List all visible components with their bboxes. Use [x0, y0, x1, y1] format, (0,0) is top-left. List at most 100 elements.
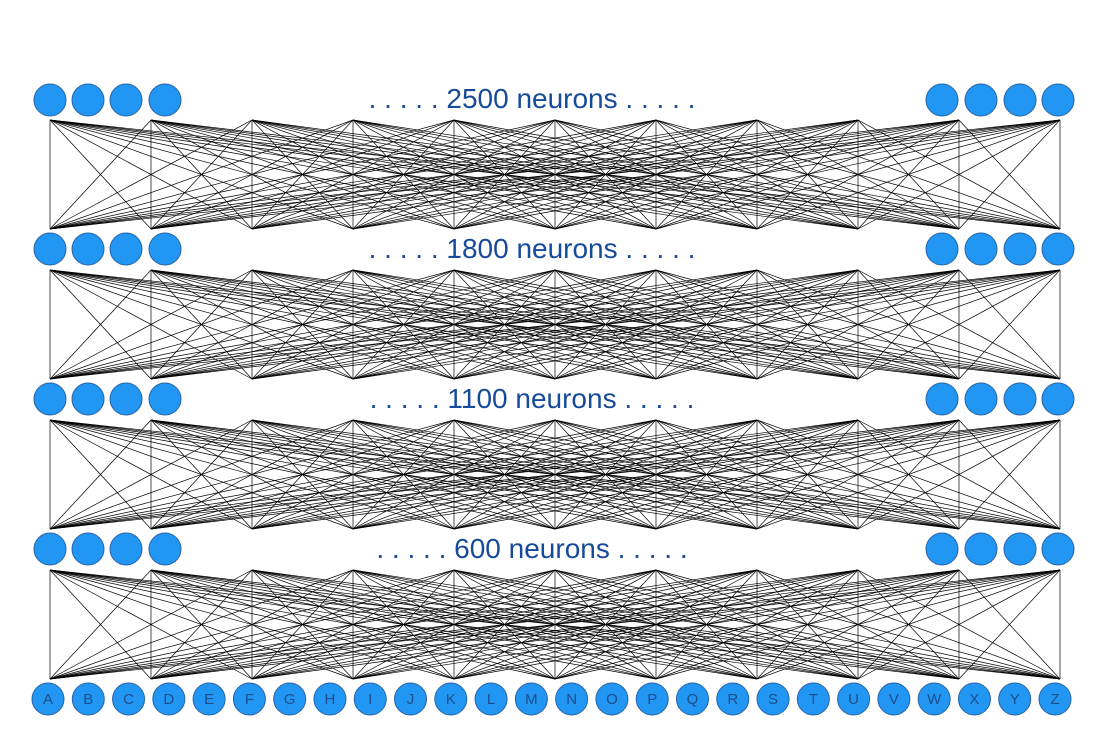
neuron-node: [71, 382, 105, 416]
input-node-label: Q: [687, 691, 699, 708]
connection-line: [150, 419, 1061, 530]
connection-band-3: [49, 419, 1061, 530]
input-node-label: L: [487, 691, 495, 708]
input-node-x: X: [957, 682, 991, 716]
neuron-node: [109, 532, 143, 566]
connection-line: [49, 419, 1061, 530]
connection-line: [554, 569, 1061, 680]
neuron-node: [1003, 83, 1037, 117]
connection-line: [49, 419, 657, 530]
connection-band-4: [49, 569, 1061, 680]
connection-line: [453, 419, 1061, 530]
neuron-node: [33, 382, 67, 416]
neuron-node: [964, 232, 998, 266]
input-node-label: H: [325, 691, 336, 708]
connection-line: [49, 269, 152, 380]
connection-line: [49, 569, 455, 680]
neuron-node: [109, 382, 143, 416]
input-node-v: V: [877, 682, 911, 716]
input-neuron: [877, 682, 911, 716]
input-neuron: [837, 682, 871, 716]
input-neuron: [434, 682, 468, 716]
connection-line: [49, 569, 1061, 680]
connection-line: [49, 569, 152, 680]
connection-line: [49, 569, 657, 680]
connection-line: [49, 269, 253, 380]
layer-label-1800: . . . . . 1800 neurons . . . . .: [369, 233, 696, 264]
neuron-node: [71, 532, 105, 566]
connection-line: [49, 269, 657, 380]
input-node-label: K: [446, 691, 456, 708]
input-node-e: E: [192, 682, 226, 716]
connection-line: [150, 569, 1061, 680]
input-node-label: Y: [1010, 691, 1020, 708]
layer-labels-group: . . . . . 2500 neurons . . . . . . . . .…: [369, 83, 696, 564]
connection-line: [49, 419, 354, 530]
neuron-node: [1041, 83, 1075, 117]
input-node-label: G: [284, 691, 296, 708]
input-node-m: M: [514, 682, 548, 716]
input-node-g: G: [273, 682, 307, 716]
neuron-node: [148, 382, 182, 416]
input-node-label: F: [245, 691, 254, 708]
input-node-r: R: [716, 682, 750, 716]
connection-line: [352, 269, 1061, 380]
connection-line: [49, 119, 657, 230]
input-neuron: [394, 682, 428, 716]
neuron-node: [71, 83, 105, 117]
input-neuron: [635, 682, 669, 716]
connection-line: [857, 419, 1061, 530]
neuron-node: [925, 83, 959, 117]
neuron-node: [1003, 232, 1037, 266]
input-neuron: [31, 682, 65, 716]
input-node-label: A: [43, 691, 53, 708]
input-node-y: Y: [998, 682, 1032, 716]
input-node-s: S: [756, 682, 790, 716]
input-node-label: J: [407, 691, 415, 708]
connection-line: [251, 569, 1061, 680]
neuron-node: [1041, 532, 1075, 566]
connection-line: [655, 419, 1061, 530]
input-neuron: [353, 682, 387, 716]
connection-line: [655, 569, 1061, 680]
connection-line: [857, 119, 1061, 230]
layer-label-2500: . . . . . 2500 neurons . . . . .: [369, 83, 696, 114]
connection-line: [655, 119, 1061, 230]
neuron-node: [148, 232, 182, 266]
layer-row-4: [33, 532, 1075, 566]
connection-line: [49, 269, 758, 380]
input-neuron: [192, 682, 226, 716]
input-node-label: Z: [1050, 691, 1059, 708]
input-neuron: [756, 682, 790, 716]
connection-line: [453, 119, 1061, 230]
connection-line: [49, 269, 354, 380]
connection-line: [352, 569, 1061, 680]
connection-line: [49, 569, 960, 680]
connection-line: [251, 419, 1061, 530]
input-neuron: [595, 682, 629, 716]
input-node-l: L: [474, 682, 508, 716]
connection-line: [554, 269, 1061, 380]
input-node-b: B: [71, 682, 105, 716]
connection-line: [857, 269, 1061, 380]
connection-line: [49, 269, 1061, 380]
connection-line: [49, 569, 758, 680]
input-node-label: I: [368, 691, 372, 708]
connection-line: [352, 419, 1061, 530]
input-neuron: [474, 682, 508, 716]
connection-line: [49, 119, 455, 230]
connection-line: [49, 119, 354, 230]
input-neuron: [71, 682, 105, 716]
connection-line: [49, 119, 960, 230]
input-node-label: T: [809, 691, 818, 708]
input-neuron: [675, 682, 709, 716]
input-node-label: X: [969, 691, 979, 708]
input-neuron: [917, 682, 951, 716]
input-neuron: [1038, 682, 1072, 716]
input-neuron: [514, 682, 548, 716]
input-neuron: [273, 682, 307, 716]
connection-line: [49, 419, 455, 530]
connection-line: [49, 419, 152, 530]
connection-line: [453, 269, 1061, 380]
connection-line: [49, 569, 253, 680]
